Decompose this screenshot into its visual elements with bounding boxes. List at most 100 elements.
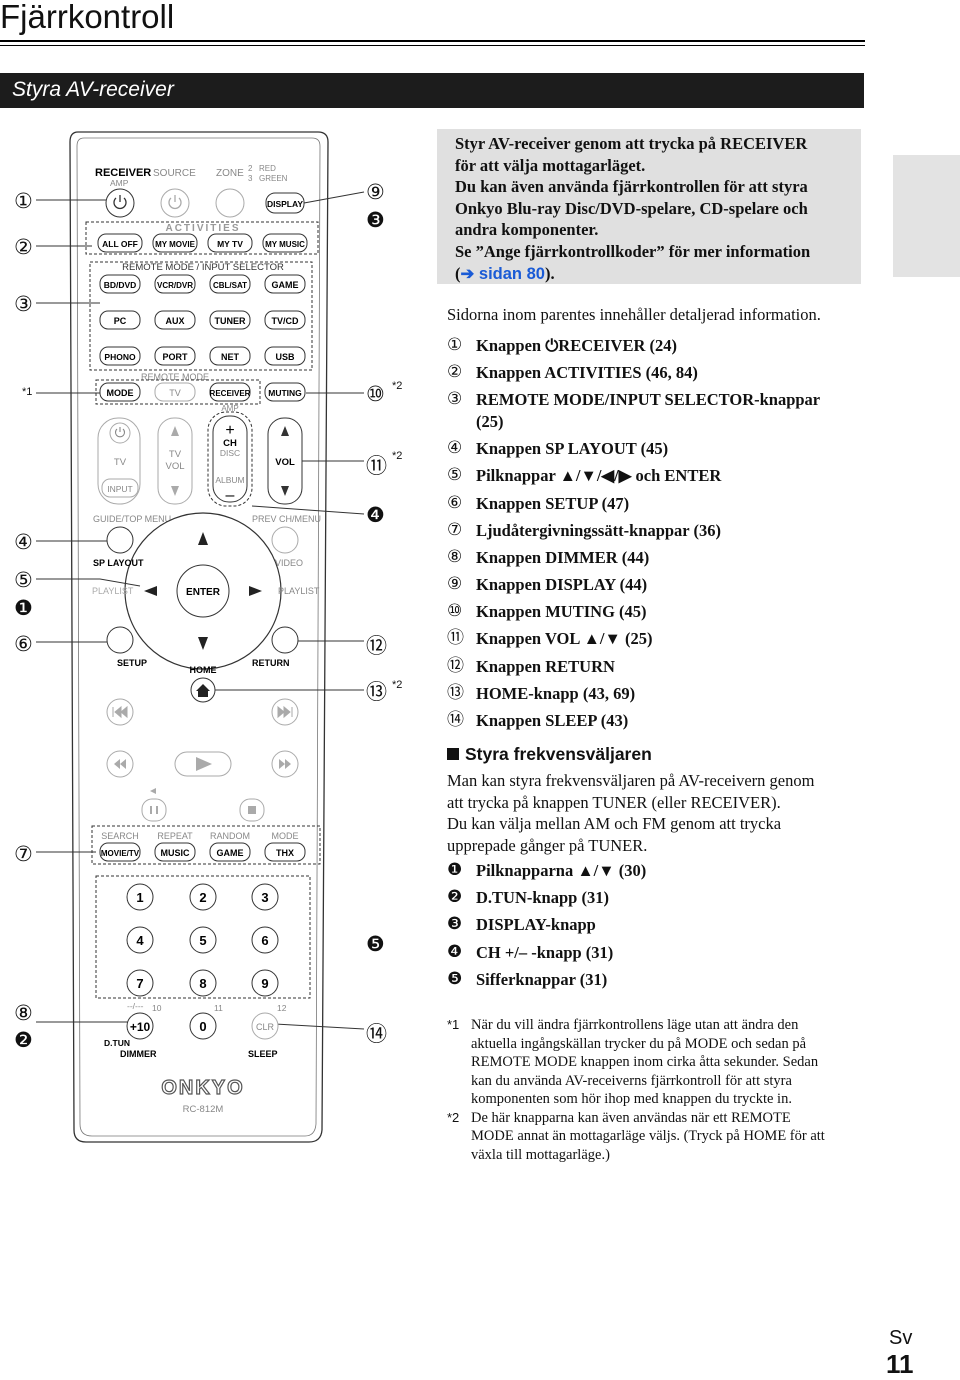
return-button[interactable] bbox=[271, 626, 299, 654]
tv-mode-label: TV bbox=[169, 388, 181, 398]
net-button[interactable] bbox=[209, 346, 251, 366]
receiver-mode-button[interactable] bbox=[209, 382, 251, 402]
zone-button[interactable] bbox=[215, 188, 245, 218]
footnote-line: aktuella ingångskällan trycker du på MOD… bbox=[471, 1035, 807, 1052]
movie-tv-button[interactable] bbox=[99, 842, 141, 862]
tv-mode-button[interactable] bbox=[154, 382, 196, 402]
enter-button[interactable] bbox=[176, 564, 230, 618]
number-button[interactable] bbox=[251, 883, 279, 911]
number-button[interactable] bbox=[189, 969, 217, 997]
item-number: ⑧ bbox=[447, 546, 463, 567]
link-suffix: ). bbox=[544, 263, 555, 283]
arrow-down-icon[interactable] bbox=[198, 637, 208, 650]
usb-button[interactable] bbox=[264, 346, 306, 366]
my-movie-button[interactable] bbox=[152, 233, 198, 253]
arrow-left-icon[interactable] bbox=[144, 586, 157, 596]
display-button-label: DISPLAY bbox=[267, 199, 303, 209]
item-number: ❶ bbox=[447, 860, 463, 880]
movie-tv-label: MOVIE/TV bbox=[101, 849, 140, 858]
number-button[interactable] bbox=[251, 969, 279, 997]
callout-2: ② bbox=[14, 235, 33, 259]
pc-button[interactable] bbox=[99, 310, 141, 330]
pause-button[interactable] bbox=[141, 798, 167, 822]
my-music-button[interactable] bbox=[262, 233, 308, 253]
item-number: ⑪ bbox=[447, 628, 464, 649]
cbl-sat-button[interactable] bbox=[209, 274, 251, 294]
callout-13: ⑬ bbox=[366, 680, 387, 704]
port-button[interactable] bbox=[154, 346, 196, 366]
prev-ch-button[interactable] bbox=[271, 526, 299, 554]
zero-button[interactable] bbox=[189, 1012, 217, 1040]
callout-1: ① bbox=[14, 189, 33, 213]
input-button[interactable] bbox=[101, 478, 139, 498]
ch-plus-label: + bbox=[225, 422, 234, 439]
music-button[interactable] bbox=[154, 842, 196, 862]
muting-label: MUTING bbox=[268, 388, 302, 398]
item-text: Ljudåtergivningssätt-knappar (36) bbox=[476, 520, 721, 540]
music-label: MUSIC bbox=[161, 848, 191, 858]
muting-button[interactable] bbox=[264, 382, 306, 402]
number-label: 9 bbox=[261, 976, 268, 991]
footnote-line: De här knapparna kan även användas när e… bbox=[471, 1109, 791, 1126]
item-text: CH +/– -knapp (31) bbox=[476, 942, 614, 962]
footnotes: *1 När du vill ändra fjärrkontrollens lä… bbox=[447, 1016, 867, 1164]
amp-label: AMP bbox=[110, 178, 129, 188]
number-button[interactable] bbox=[126, 926, 154, 954]
tv-power-button[interactable] bbox=[109, 422, 131, 444]
setup-button[interactable] bbox=[106, 626, 134, 654]
vcr-dvr-label: VCR/DVR bbox=[157, 281, 193, 290]
number-label: 2 bbox=[199, 890, 206, 905]
tv-vol-rocker[interactable] bbox=[157, 417, 193, 505]
page-link[interactable]: ➔ sidan 80 bbox=[460, 264, 545, 283]
skip-forward-icon bbox=[277, 705, 293, 719]
dashes-label: --/--- bbox=[127, 1001, 144, 1011]
all-off-button[interactable] bbox=[97, 233, 143, 253]
tv-cd-label: TV/CD bbox=[272, 316, 300, 326]
cbl-sat-label: CBL/SAT bbox=[213, 281, 247, 290]
arrow-right-icon[interactable] bbox=[249, 586, 262, 596]
tv-vol-down-icon bbox=[171, 486, 179, 496]
footnote-line: växla till mottagarläge.) bbox=[471, 1146, 610, 1163]
note-text: Sidorna inom parentes innehåller detalje… bbox=[447, 305, 821, 324]
port-label: PORT bbox=[162, 352, 188, 362]
receiver-power-button[interactable] bbox=[105, 188, 135, 218]
item-number: ❷ bbox=[447, 887, 463, 908]
ch-rocker[interactable] bbox=[212, 415, 248, 503]
game-button[interactable] bbox=[264, 274, 306, 294]
item-text: Knappen ACTIVITIES (46, 84) bbox=[476, 363, 698, 383]
input-selector-row-2: PC AUX TUNER TV/CD bbox=[99, 310, 306, 330]
clear-button[interactable] bbox=[251, 1012, 279, 1040]
tuner-button[interactable] bbox=[209, 310, 251, 330]
phono-button[interactable] bbox=[99, 346, 141, 366]
footnote-mark: *2 bbox=[447, 1109, 460, 1125]
item-text: Pilknapparna ▲/▼ (30) bbox=[476, 861, 647, 880]
vcr-dvr-button[interactable] bbox=[154, 274, 196, 294]
playlist-right-label: PLAYLIST bbox=[278, 586, 320, 596]
guide-button[interactable] bbox=[106, 526, 134, 554]
game-mode-button[interactable] bbox=[209, 842, 251, 862]
bd-dvd-button[interactable] bbox=[99, 274, 141, 294]
plus10-button[interactable] bbox=[126, 1012, 154, 1040]
my-tv-button[interactable] bbox=[207, 233, 253, 253]
number-button[interactable] bbox=[126, 883, 154, 911]
arrow-up-icon[interactable] bbox=[198, 532, 208, 545]
number-button[interactable] bbox=[251, 926, 279, 954]
tv-left-label: TV bbox=[114, 457, 127, 468]
intro-box: Styr AV-receiver genom att trycka på REC… bbox=[437, 129, 861, 284]
number-button[interactable] bbox=[189, 926, 217, 954]
source-power-button[interactable] bbox=[160, 188, 190, 218]
footer-page-number: 11 bbox=[886, 1349, 914, 1379]
input-selector-row-3: PHONO PORT NET USB bbox=[99, 346, 306, 366]
ch-callout-box bbox=[207, 411, 253, 507]
number-button[interactable] bbox=[189, 883, 217, 911]
aux-button[interactable] bbox=[154, 310, 196, 330]
number-button[interactable] bbox=[126, 969, 154, 997]
mode-button[interactable] bbox=[99, 382, 141, 402]
tv-cd-button[interactable] bbox=[264, 310, 306, 330]
intro-line: Se ”Ange fjärrkontrollkoder” för mer inf… bbox=[455, 241, 811, 261]
dimmer-label: DIMMER bbox=[120, 1049, 157, 1059]
thx-button[interactable] bbox=[264, 842, 306, 862]
